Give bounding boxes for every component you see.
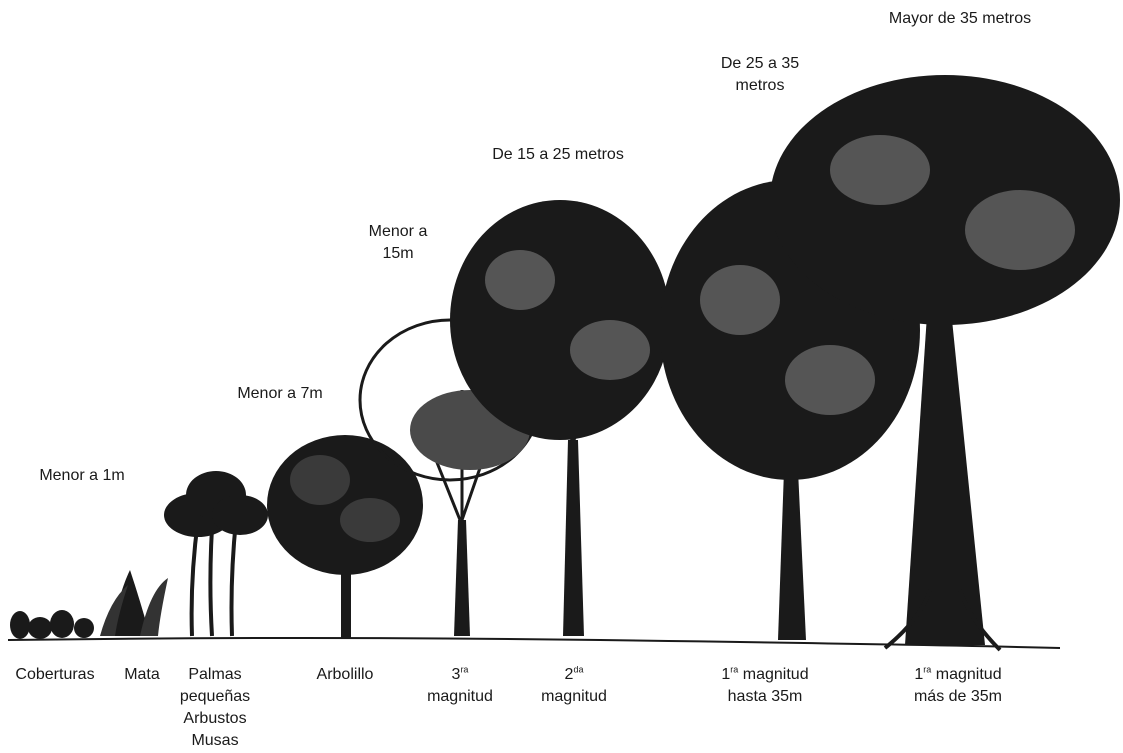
category-label-arbolillo: Arbolillo: [300, 664, 390, 686]
category-label-tercera-magnitud: 3ra magnitud: [410, 664, 510, 708]
height-label-menor-1m: Menor a 1m: [22, 465, 142, 487]
palm-fronds: [164, 471, 268, 537]
category-label-segunda-magnitud: 2da magnitud: [524, 664, 624, 708]
height-label-25-35: De 25 a 35 metros: [700, 53, 820, 97]
category-label-primera-magnitud-35m: 1ra magnitud hasta 35m: [695, 664, 835, 708]
height-label-menor-15m: Menor a 15m: [348, 221, 448, 265]
height-label-15-25: De 15 a 25 metros: [468, 144, 648, 166]
category-label-coberturas: Coberturas: [0, 664, 110, 686]
category-label-mata: Mata: [112, 664, 172, 686]
category-label-palmas: Palmas pequeñas Arbustos Musas: [165, 664, 265, 752]
mata-shrub: [100, 570, 168, 636]
height-label-mayor-35: Mayor de 35 metros: [865, 8, 1055, 30]
height-label-menor-7m: Menor a 7m: [220, 383, 340, 405]
ground-line: [8, 638, 1060, 648]
category-label-primera-magnitud-mas-35m: 1ra magnitud más de 35m: [888, 664, 1028, 708]
coberturas-plants: [10, 610, 94, 639]
